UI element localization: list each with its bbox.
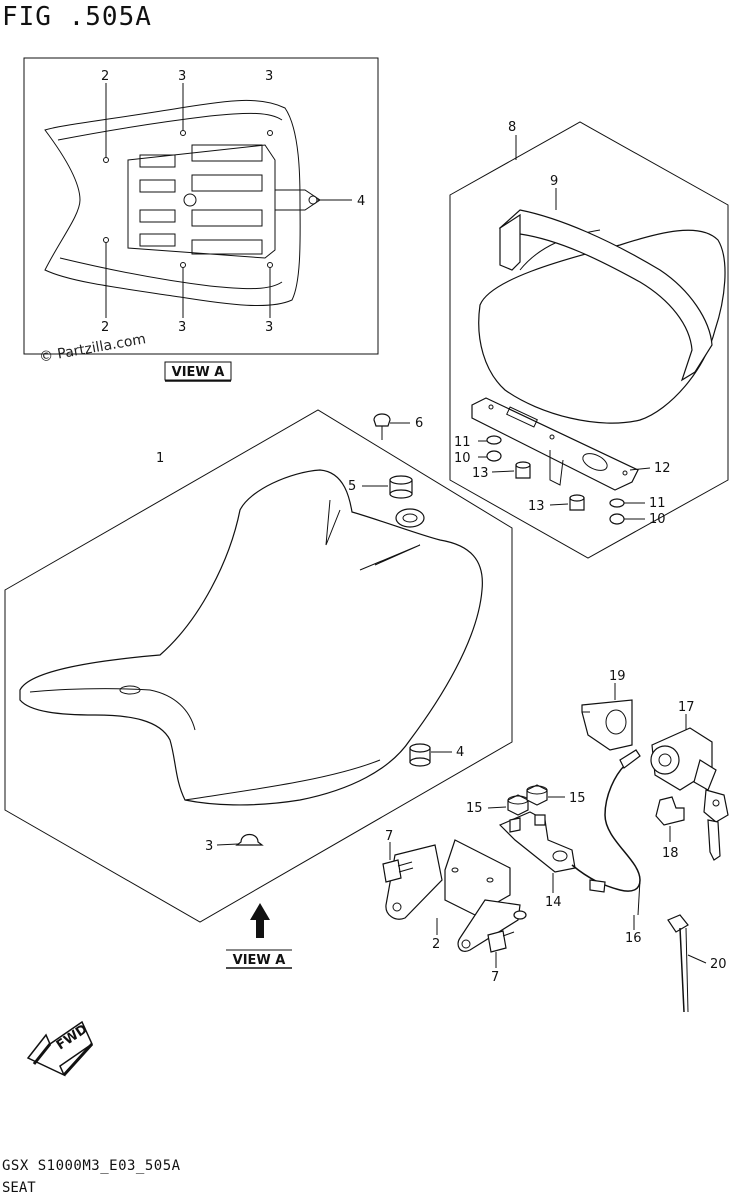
pillion-leader-lines (478, 135, 651, 520)
callout-19: 19 (609, 669, 626, 684)
rider-seat-small-parts (235, 413, 431, 846)
view-a-leader-lines (105, 83, 352, 318)
key-leader-lines (614, 683, 687, 842)
ignition-key (703, 789, 729, 861)
callout-10-lower: 10 (649, 512, 666, 527)
hinge-leader-lines (389, 842, 497, 968)
callout-13-lower: 13 (528, 499, 545, 514)
callout-16: 16 (625, 931, 642, 946)
view-a-callout-3-top-right: 3 (265, 69, 273, 84)
callout-7-lower: 7 (491, 970, 499, 985)
view-a-label-top: VIEW A (172, 365, 225, 380)
view-a-callout-2-top: 2 (101, 69, 109, 84)
callout-1: 1 (156, 451, 164, 466)
footer-name: SEAT (2, 1180, 36, 1196)
pillion-small-parts (486, 435, 625, 525)
view-a-inset-frame (23, 57, 379, 355)
callout-13-upper: 13 (472, 466, 489, 481)
view-a-label-bottom: VIEW A (233, 953, 286, 968)
callout-6: 2 (432, 937, 440, 952)
callout-11-lower: 11 (649, 496, 666, 511)
callout-15-right: 15 (569, 791, 586, 806)
view-a-label-top-box (164, 361, 232, 382)
callout-11-upper: 11 (454, 435, 471, 450)
rider-seat-frame (4, 409, 513, 923)
view-a-callout-3-bottom: 3 (178, 320, 186, 335)
view-a-callout-3-top: 3 (178, 69, 186, 84)
callout-3: 4 (456, 745, 464, 760)
lock-leader-lines (487, 796, 635, 930)
pillion-assembly-frame (449, 121, 729, 559)
seat-lock-cable (571, 749, 641, 916)
hinge-bolts (382, 859, 515, 953)
callout-18: 18 (662, 846, 679, 861)
callout-10-upper: 10 (454, 451, 471, 466)
callout-17: 17 (678, 700, 695, 715)
callout-12: 12 (654, 461, 671, 476)
hinge-bracket (385, 839, 527, 952)
view-a-arrow (250, 903, 270, 938)
view-a-callout-2-bottom: 2 (101, 320, 109, 335)
seat-bracket (471, 397, 639, 491)
rider-seat-leader-lines (216, 422, 452, 846)
callout-9: 9 (550, 174, 558, 189)
view-a-callout-3-bottom-right: 3 (265, 320, 273, 335)
forward-arrow-icon (26, 1020, 94, 1077)
callout-5: 6 (415, 416, 423, 431)
callout-20: 20 (710, 957, 727, 972)
cable-tie (667, 914, 707, 1013)
callout-2: 3 (205, 839, 213, 854)
callout-14: 14 (545, 895, 562, 910)
callout-8: 8 (508, 120, 516, 135)
lock-plate (581, 699, 633, 751)
lock-nuts (507, 784, 548, 816)
view-a-callout-4: 4 (357, 194, 365, 209)
figure-title: FIG .505A (2, 2, 152, 32)
key-clip (655, 796, 685, 826)
rider-seat (19, 469, 483, 806)
footer-code: GSX S1000M3_E03_505A (2, 1158, 181, 1174)
lock-cylinder (650, 727, 717, 791)
callout-7-upper: 7 (385, 829, 393, 844)
seat-lock (498, 811, 576, 873)
grab-strap (498, 209, 713, 382)
callout-4: 5 (348, 479, 356, 494)
view-a-label-bottom-box (226, 949, 292, 969)
callout-15-left: 15 (466, 801, 483, 816)
